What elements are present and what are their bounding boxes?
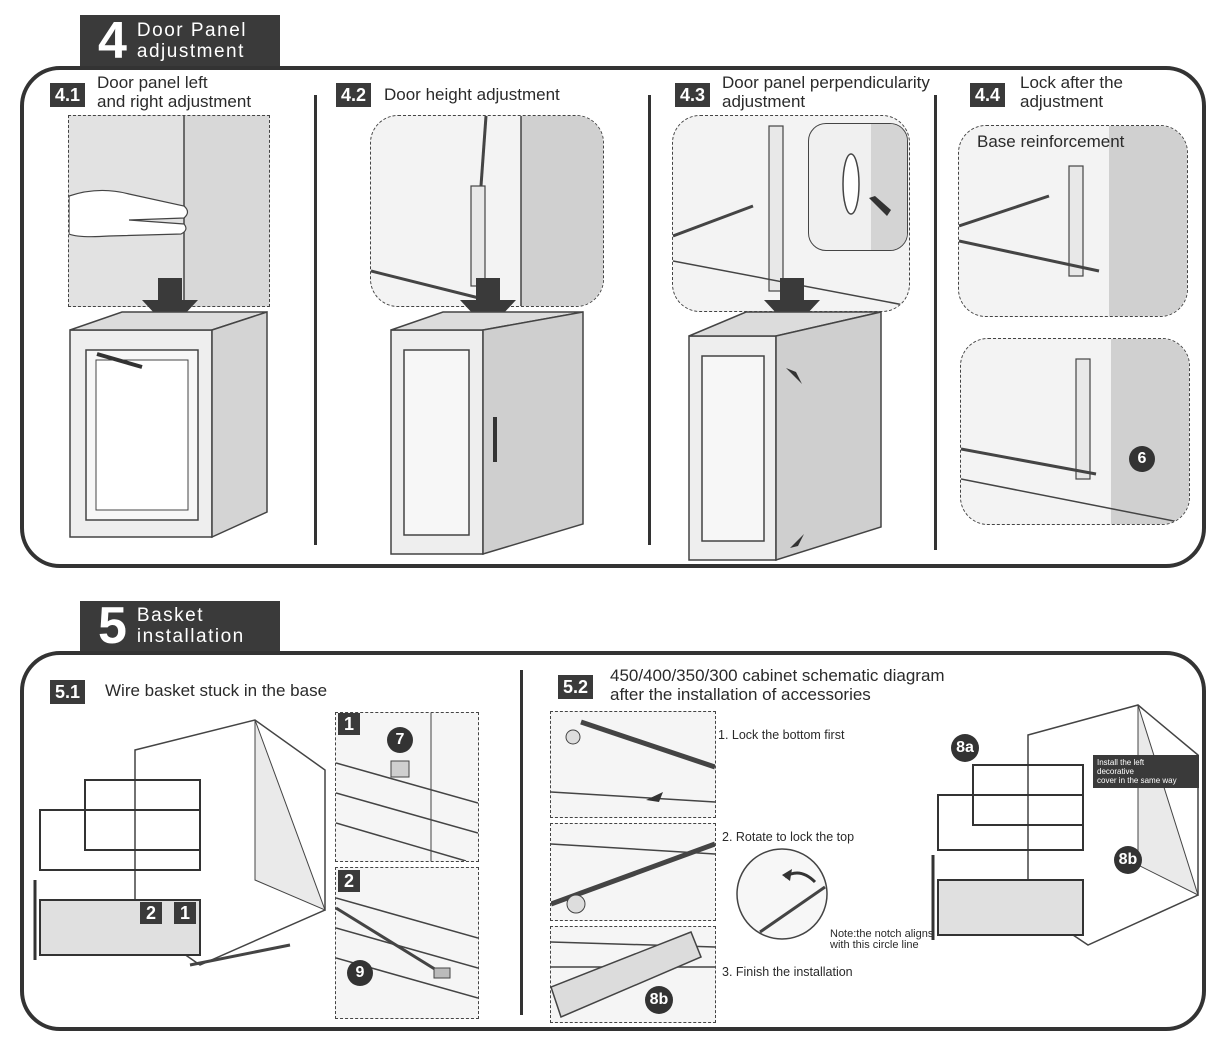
section-4-number: 4 [98,12,127,70]
zoom-hinge-slot [842,124,907,250]
section-4-title: Door Panel adjustment [136,20,247,62]
instruction-3: 3. Finish the installation [722,965,853,979]
step-2-illustration [550,823,716,921]
step-4-1-label: Door panel left and right adjustment [97,73,252,111]
step-5-2-label: 450/400/350/300 cabinet schematic diagra… [610,666,945,704]
step-4-1-badge: 4.1 [50,83,86,107]
hinge-height-illustration [371,116,603,306]
finish-install-drawing [551,931,715,1019]
callout-8b-bottom: 8b [645,986,673,1014]
step-5-2-badge: 5.2 [558,675,594,699]
instruction-1: 1. Lock the bottom first [718,728,845,742]
step-4-4-badge: 4.4 [970,83,1006,107]
step-4-2-label: Door height adjustment [384,85,560,104]
step-4-2-badge: 4.2 [336,83,372,107]
callout-6: 6 [1129,446,1155,472]
cabinet-4-3 [688,311,882,562]
detail-screw-height [370,115,604,307]
section-5-number: 5 [98,597,127,655]
step-3-illustration [550,926,716,1023]
callout-8b-top: 8b [1114,846,1142,874]
section-5-header: 5 Basket installation [80,597,280,655]
step-5-1-label: Wire basket stuck in the base [105,681,328,700]
section-5-title: Basket installation [136,605,245,647]
section-4-header: 4 Door Panel adjustment [80,15,280,67]
callout-7: 7 [387,727,413,753]
detail-2-tag: 2 [338,870,360,892]
detail-2-box [335,867,479,1019]
detail-zoom-circle [808,123,908,251]
callout-8a: 8a [951,734,979,762]
hand-illustration [69,116,269,306]
notch-zoom-circle [736,848,828,940]
detail-hand-adjust [68,115,270,307]
divider-4-3 [934,95,937,550]
rotate-top-drawing [551,841,715,914]
step-4-4-label: Lock after the adjustment [1020,73,1124,111]
down-arrow-4-3 [764,278,820,330]
left-cover-note: Install the left decorative cover in the… [1093,755,1199,788]
lock-screw-illustration [961,339,1189,524]
down-arrow-4-2 [460,278,516,330]
divider-4-2 [648,95,651,545]
step-4-3-badge: 4.3 [675,83,711,107]
callout-9: 9 [347,960,373,986]
step-4-3-label: Door panel perpendicularity adjustment [722,73,930,111]
basket-cabinet-5-1 [33,719,326,967]
tag-2-basket: 2 [140,902,162,924]
tag-1-basket: 1 [174,902,196,924]
detail-base-reinforcement [958,125,1188,317]
instruction-2: 2. Rotate to lock the top [722,830,855,844]
base-reinforcement-label: Base reinforcement [977,132,1125,151]
down-arrow-4-1 [142,278,198,330]
lock-bottom-drawing [551,719,715,803]
divider-4-1 [314,95,317,545]
detail-lock-screws [960,338,1190,525]
cabinet-4-2 [390,311,584,556]
step-5-1-badge: 5.1 [50,680,86,704]
detail-1-illustration [336,713,478,861]
divider-5 [520,670,523,1015]
detail-1-tag: 1 [338,713,360,735]
step-1-illustration [550,711,716,818]
notch-note: Note:the notch aligns with this circle l… [830,928,934,951]
cabinet-4-1 [69,310,268,539]
reinforcement-illustration [959,126,1187,316]
